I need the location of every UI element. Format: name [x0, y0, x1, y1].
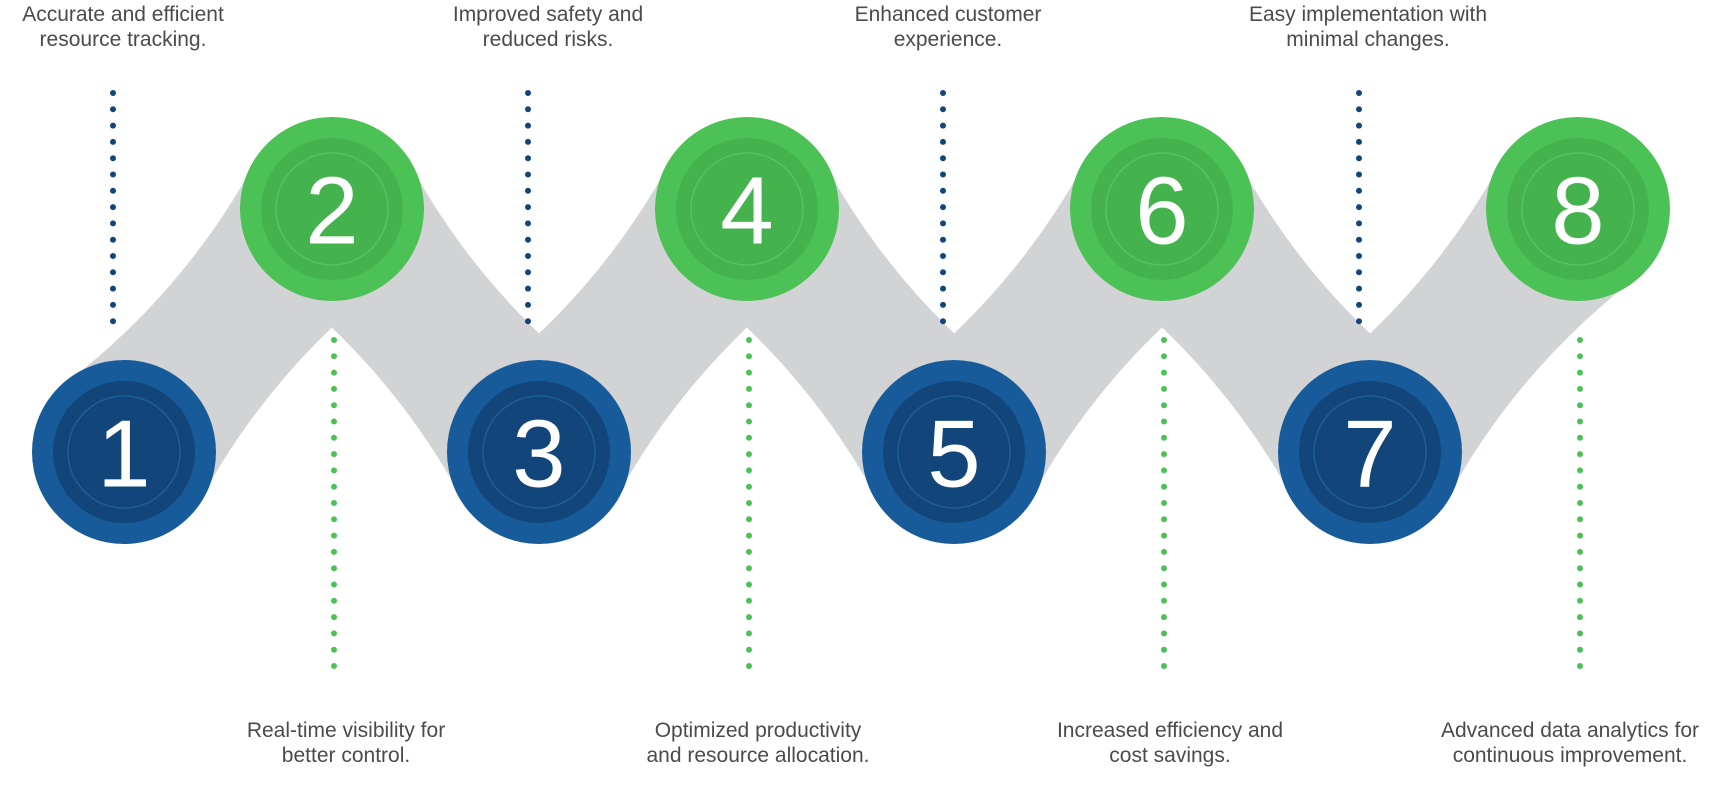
step-4-inner-circle [676, 138, 818, 280]
step-7-caption: Easy implementation with minimal changes… [1218, 2, 1518, 52]
step-7-caption-line-1: Easy implementation with [1248, 3, 1488, 26]
step-7-number: 7 [1343, 401, 1396, 508]
step-2-caption-line-1: Real-time visibility for [246, 719, 446, 742]
step-8-ring [1521, 152, 1635, 266]
step-4-number: 4 [720, 158, 773, 265]
step-1-caption-line-2: resource tracking. [39, 28, 207, 51]
step-3-node: 3 [447, 360, 631, 544]
step-3-ring [482, 395, 596, 509]
step-6-number: 6 [1135, 158, 1188, 265]
step-5-ring [897, 395, 1011, 509]
step-4-ring [690, 152, 804, 266]
leader-lines [110, 90, 1583, 669]
step-1-caption: Accurate and efficient resource tracking… [0, 2, 273, 52]
step-6-ring [1105, 152, 1219, 266]
step-8-number: 8 [1551, 158, 1604, 265]
step-1-number: 1 [97, 401, 150, 508]
step-2-caption-line-2: better control. [281, 744, 411, 767]
step-2-caption: Real-time visibility for better control. [196, 718, 496, 768]
step-6-node: 6 [1070, 117, 1254, 301]
step-1-inner-circle [53, 381, 195, 523]
step-6-inner-circle [1091, 138, 1233, 280]
step-4-caption: Optimized productivity and resource allo… [608, 718, 908, 768]
step-3-caption-line-2: reduced risks. [482, 28, 614, 51]
step-7-node: 7 [1278, 360, 1462, 544]
step-2-ring [275, 152, 389, 266]
step-5-node: 5 [862, 360, 1046, 544]
step-2-inner-circle [261, 138, 403, 280]
step-6-caption-line-2: cost savings. [1109, 744, 1231, 767]
step-4-node: 4 [655, 117, 839, 301]
step-1-caption-line-1: Accurate and efficient [22, 3, 224, 26]
step-8-inner-circle [1507, 138, 1649, 280]
step-8-caption-line-2: continuous improvement. [1452, 744, 1688, 767]
step-3-caption-line-1: Improved safety and [452, 3, 644, 26]
step-3-inner-circle [468, 381, 610, 523]
step-8-caption: Advanced data analytics for continuous i… [1420, 718, 1720, 768]
step-5-caption: Enhanced customer experience. [798, 2, 1098, 52]
step-6-caption: Increased efficiency and cost savings. [1020, 718, 1320, 768]
step-3-caption: Improved safety and reduced risks. [398, 2, 698, 52]
step-7-ring [1313, 395, 1427, 509]
step-5-caption-line-2: experience. [893, 28, 1003, 51]
step-8-node: 8 [1486, 117, 1670, 301]
step-5-caption-line-1: Enhanced customer [854, 3, 1042, 26]
step-2-node: 2 [240, 117, 424, 301]
step-1-node: 1 [32, 360, 216, 544]
step-nodes: 1 2 3 4 5 6 7 8 [32, 117, 1670, 544]
step-4-caption-line-2: and resource allocation. [646, 744, 870, 767]
step-1-ring [67, 395, 181, 509]
step-7-inner-circle [1299, 381, 1441, 523]
step-6-caption-line-1: Increased efficiency and [1056, 719, 1284, 742]
step-7-caption-line-2: minimal changes. [1286, 28, 1450, 51]
step-4-caption-line-1: Optimized productivity [654, 719, 862, 742]
step-3-number: 3 [512, 401, 565, 508]
step-5-number: 5 [927, 401, 980, 508]
step-5-inner-circle [883, 381, 1025, 523]
step-2-number: 2 [305, 158, 358, 265]
step-8-caption-line-1: Advanced data analytics for [1441, 719, 1699, 742]
